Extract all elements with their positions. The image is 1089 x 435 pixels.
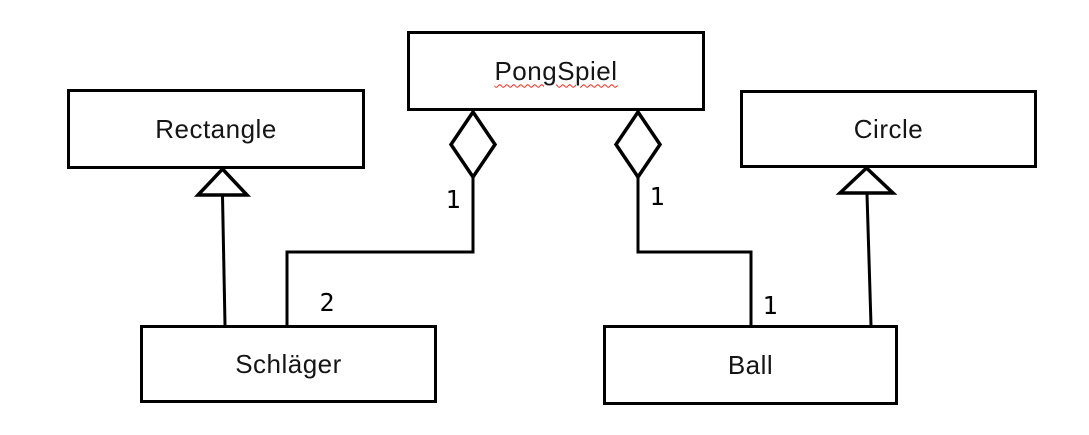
multiplicity-pongspiel-schlaeger-target[interactable]: 2 (319, 288, 335, 317)
class-box-circle[interactable]: Circle (740, 90, 1037, 168)
class-label-circle: Circle (853, 113, 924, 144)
class-label-rectangle: Rectangle (155, 113, 277, 144)
multiplicity-pongspiel-schlaeger-source[interactable]: 1 (445, 185, 461, 214)
aggregation-diamond-left[interactable] (448, 108, 498, 181)
inheritance-line-ball-circle[interactable] (865, 193, 873, 326)
class-label-schlaeger: Schläger (235, 348, 342, 379)
class-box-rectangle[interactable]: Rectangle (67, 89, 365, 169)
aggregation-diamond-right[interactable] (613, 108, 663, 181)
inheritance-triangle-rectangle[interactable] (193, 166, 252, 197)
inheritance-line-schlaeger-rectangle[interactable] (221, 195, 227, 326)
class-box-pongspiel[interactable]: PongSpiel (407, 31, 705, 111)
class-box-ball[interactable]: Ball (603, 325, 898, 405)
inheritance-triangle-circle[interactable] (835, 165, 898, 195)
aggregation-line-pongspiel-schlaeger[interactable] (285, 177, 475, 325)
class-label-pongspiel: PongSpiel (494, 55, 618, 86)
class-box-schlaeger[interactable]: Schläger (140, 325, 437, 403)
multiplicity-pongspiel-ball-target[interactable]: 1 (762, 291, 778, 320)
multiplicity-pongspiel-ball-source[interactable]: 1 (649, 182, 665, 211)
aggregation-line-pongspiel-ball[interactable] (636, 177, 753, 325)
class-label-ball: Ball (727, 349, 774, 380)
